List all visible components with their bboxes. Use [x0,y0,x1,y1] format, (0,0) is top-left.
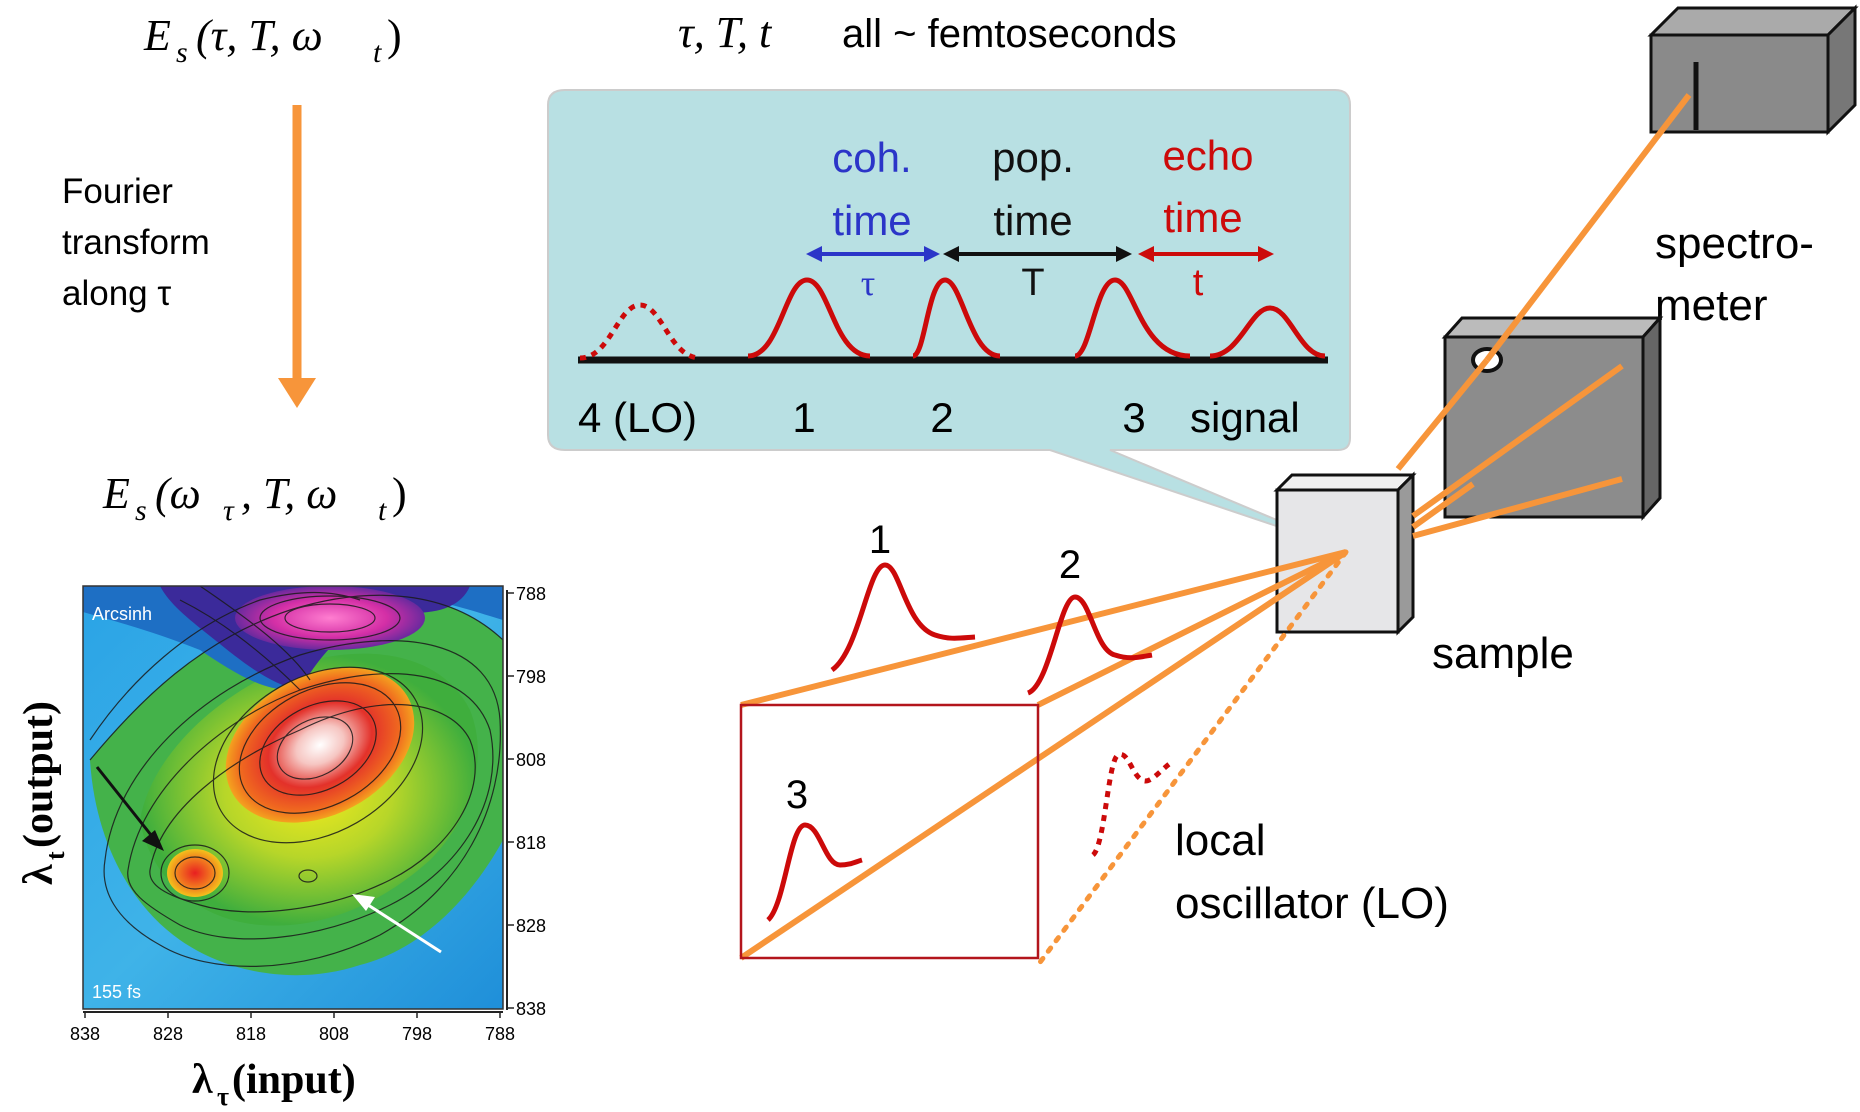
x-tick-798: 798 [402,1024,432,1044]
label-pulse3: 3 [1122,394,1145,441]
tau-label: τ [861,263,875,303]
label-arcsinh: Arcsinh [92,604,152,624]
T-label: T [1021,262,1044,304]
spectrometer-line1: spectro- [1655,219,1814,268]
y-tick-828: 828 [516,916,546,936]
y-axis: 788 798 808 818 828 838 [506,584,546,1019]
setup-pulse-2 [1026,594,1153,696]
eq-bot-sub1: τ [223,494,235,527]
echo-line2: time [1163,194,1242,241]
ylabel-sub: t [41,851,70,860]
y-tick-818: 818 [516,833,546,853]
eq-top-E: E [143,11,171,60]
eq-top-sub: t [373,36,382,69]
lo-line1: local [1175,816,1266,865]
y-tick-788: 788 [516,584,546,604]
plot-arrow-black [95,766,164,851]
echo-line1: echo [1162,132,1253,179]
eq-bot-open: (ω [155,469,201,518]
label-155fs: 155 fs [92,982,141,1002]
t-label: t [1193,262,1204,304]
sample-cube [1273,471,1417,636]
coh-line2: time [832,197,911,244]
setup-pulse-3 [766,822,863,922]
pulse-1 [747,277,871,359]
x-tick-808: 808 [319,1024,349,1044]
setup-label-1: 1 [869,518,891,562]
lo-beam [1035,549,1349,968]
ft-line3: along τ [62,274,171,313]
pop-arrow [943,246,1132,262]
pulse-2 [911,277,1001,359]
fourier-label: Fourier transform along τ [62,172,210,313]
spectrum-image [83,586,503,1009]
header-text: all ~ femtoseconds [842,12,1177,56]
eq-bot-mid: , T, ω [241,469,337,518]
spectrometer-line2: meter [1655,281,1767,330]
pulse-lo [579,302,701,361]
coh-arrow [806,246,940,262]
ft-line2: transform [62,223,210,262]
timing-bubble: coh. time τ pop. time T echo time t 4 (L… [547,89,1351,551]
y-tick-798: 798 [516,667,546,687]
eq-bot-close: ) [392,469,407,518]
xlabel-sub: τ [217,1082,229,1111]
eq-bot-s: s [135,494,147,527]
eq-top-close: ) [387,11,402,60]
y-tick-838: 838 [516,999,546,1019]
pulse-signal [1209,305,1326,359]
beams [739,93,1692,961]
label-signal: signal [1190,394,1300,441]
y-axis-label: λ t (output) [16,701,70,885]
pop-line1: pop. [992,134,1074,181]
aperture-plate [1441,314,1664,521]
sample-label: sample [1432,629,1574,678]
equation-bottom: E s (ω τ , T, ω t ) [102,469,407,527]
setup-pulse-lo [1090,751,1174,857]
header-math: τ, T, t [678,8,773,57]
equation-top: E s (τ, T, ω t ) [143,11,402,69]
x-tick-788: 788 [485,1024,515,1044]
beam-box [739,703,1040,960]
eq-top-args: (τ, T, ω [196,11,323,60]
plot-arrow-white [352,894,442,954]
x-axis-label: λ τ (input) [192,1057,356,1111]
label-pulse2: 2 [930,394,953,441]
x-tick-838: 838 [70,1024,100,1044]
xlabel-lambda: λ [192,1057,213,1103]
echo-arrow [1138,246,1274,262]
lo-line2: oscillator (LO) [1175,879,1449,928]
x-tick-818: 818 [236,1024,266,1044]
ylabel-rest: (output) [16,701,62,848]
eq-bot-E: E [102,469,130,518]
coh-line1: coh. [832,134,911,181]
fourier-arrow [278,105,316,408]
xlabel-rest: (input) [232,1057,356,1103]
setup-label-2: 2 [1059,543,1081,587]
x-axis: 838 828 818 808 798 788 [70,1011,515,1044]
y-tick-808: 808 [516,750,546,770]
pop-line2: time [993,197,1072,244]
label-lo: 4 (LO) [578,394,697,441]
x-tick-828: 828 [153,1024,183,1044]
header: τ, T, t all ~ femtoseconds [678,8,1177,57]
setup-label-3: 3 [786,773,808,817]
pulse-3 [1073,277,1191,359]
spectrometer [1647,4,1859,136]
eq-top-s: s [176,36,188,69]
setup-pulse-1 [830,562,976,673]
eq-bot-sub2: t [378,494,387,527]
ylabel-lambda: λ [16,864,62,885]
label-pulse1: 1 [792,394,815,441]
2d-spectrum: Arcsinh 155 fs 838 828 818 808 798 788 [16,584,546,1111]
ft-line1: Fourier [62,172,173,211]
